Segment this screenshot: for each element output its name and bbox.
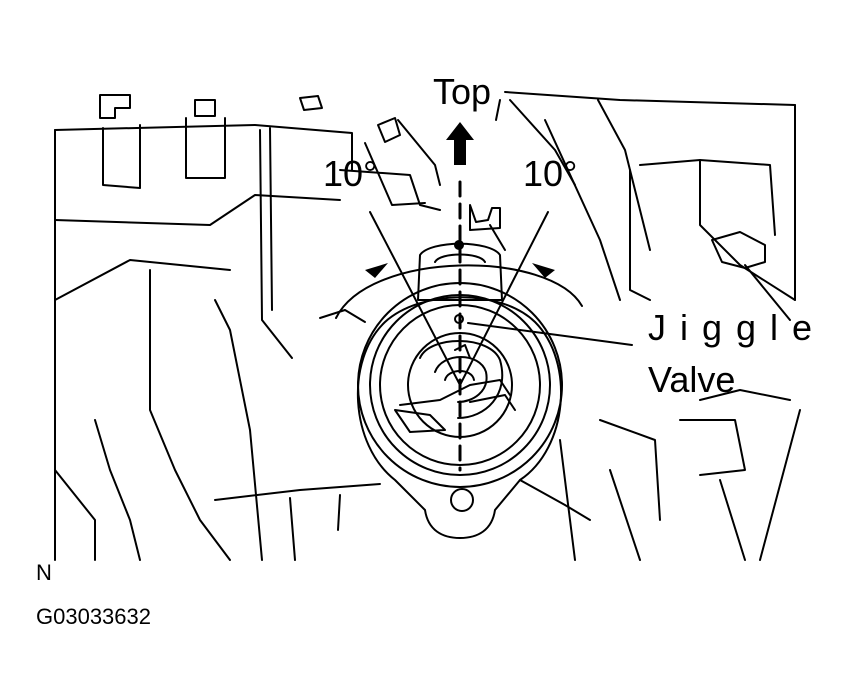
valve-label: Valve	[648, 359, 735, 400]
top-label: Top	[433, 71, 491, 112]
arc-arrow-left	[365, 263, 388, 278]
corner-mark: N	[36, 560, 52, 585]
annotations	[335, 122, 633, 472]
thermostat-valve	[394, 332, 516, 438]
jiggle-leader	[467, 322, 633, 346]
angle-arc	[335, 264, 583, 319]
engine-block-outline	[54, 91, 801, 561]
angle-label-left: 10°	[323, 153, 377, 194]
jiggle-label: Jiggle	[648, 307, 826, 348]
top-arrow	[446, 122, 474, 165]
tilt-line-right	[459, 211, 549, 386]
angle-label-right: 10°	[523, 153, 577, 194]
top-dot	[454, 240, 464, 250]
tilt-line-left	[369, 211, 461, 386]
jiggle-valve-marker	[454, 314, 464, 324]
figure-id: G03033632	[36, 604, 151, 629]
thermostat-housing	[319, 242, 563, 539]
arc-arrow-right	[532, 263, 555, 278]
